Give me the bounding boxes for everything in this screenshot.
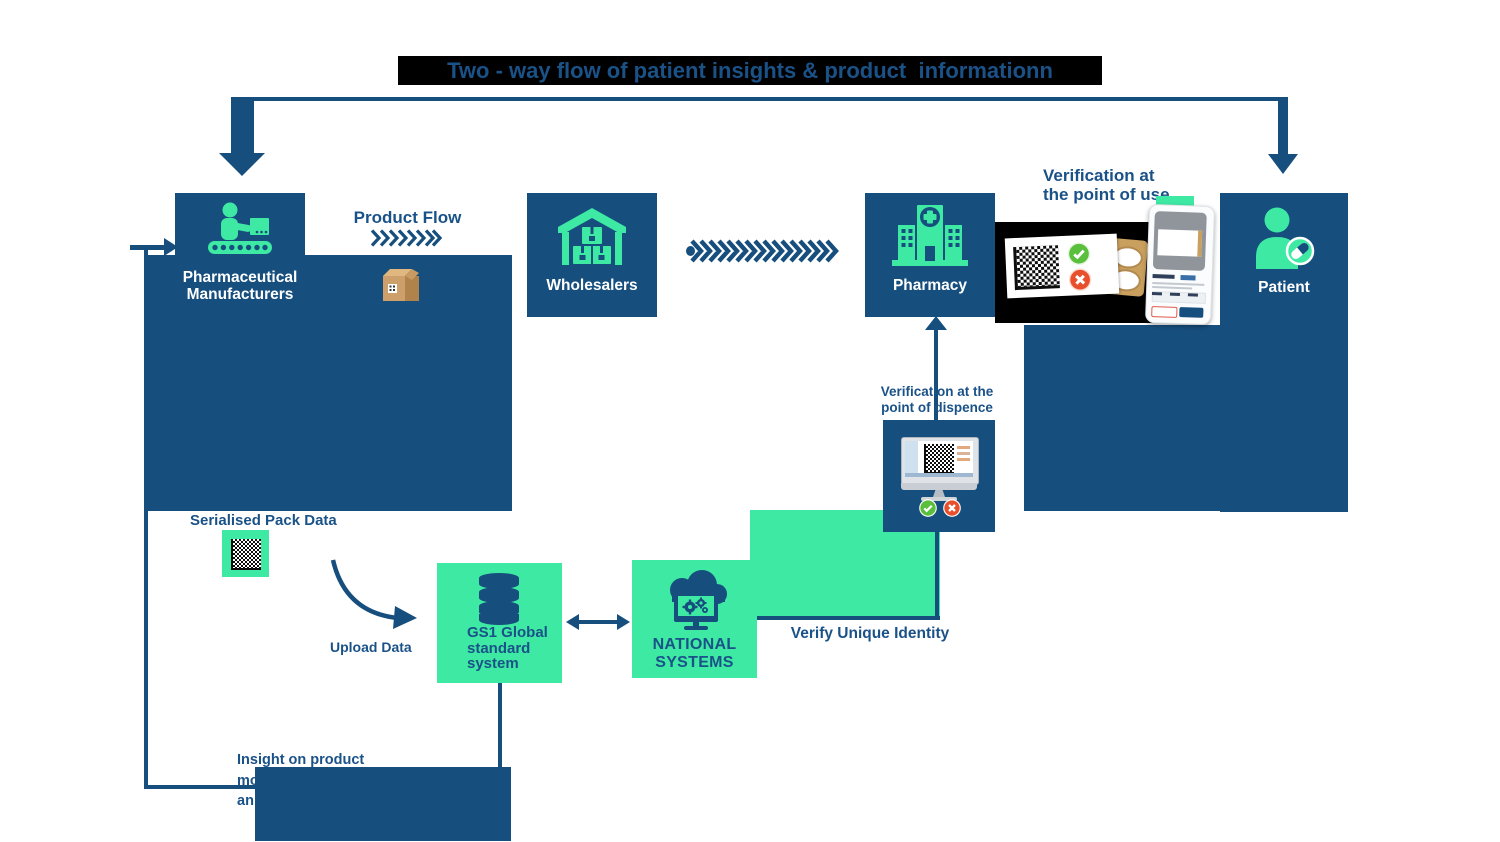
monitor-qr-icon	[924, 444, 954, 474]
dispense-arrow-line	[934, 327, 938, 420]
supply-flow-chevrons-icon	[686, 239, 839, 263]
node-national-systems: NATIONAL SYSTEMS	[632, 560, 757, 678]
pharmacy-label: Pharmacy	[892, 277, 968, 294]
cloud-system-icon	[670, 570, 727, 630]
verify-identity-line-vertical	[935, 529, 939, 620]
datamatrix-code-icon	[1013, 245, 1060, 291]
verify-identity-line-horizontal	[752, 616, 940, 620]
patient-icon	[1256, 207, 1315, 269]
feedback-loop-bottom-line	[144, 785, 304, 789]
node-patient: Patient	[1220, 193, 1348, 512]
patient-label: Patient	[1258, 279, 1310, 296]
monitor-chin	[901, 483, 977, 490]
wholesalers-label: Wholesalers	[546, 277, 638, 294]
manufacturer-label-line2: Manufacturers	[186, 286, 294, 303]
monitor-base	[921, 497, 957, 501]
node-manufacturer: Pharmaceutical Manufacturers	[175, 193, 305, 317]
scanner-phone	[1144, 203, 1216, 326]
database-icon	[479, 573, 519, 625]
insight-label-line3: an	[237, 793, 254, 809]
verification-screen-box	[883, 420, 995, 532]
monitor-stand	[933, 490, 945, 497]
screen-cross-icon	[943, 499, 961, 517]
bottom-cover-rect	[255, 767, 511, 841]
upload-data-label: Upload Data	[330, 639, 412, 655]
serialised-qr-tile	[222, 530, 269, 577]
gs1-down-line	[498, 683, 502, 769]
gs1-national-double-arrow-icon	[566, 614, 630, 630]
verify-use-label-line1: Verification at	[1043, 166, 1155, 185]
screen-check-icon	[919, 499, 937, 517]
top-flow-left-bar	[231, 97, 254, 154]
manufacturer-label-line1: Pharmaceutical	[182, 269, 298, 286]
national-label-line1: NATIONAL	[652, 636, 737, 653]
upload-data-arrow-icon	[330, 559, 417, 629]
insight-label-line2: mo	[237, 772, 259, 789]
monitor-icon	[901, 437, 979, 485]
insight-label-line1: Insight on product	[237, 752, 365, 768]
phone-reject-button	[1151, 306, 1178, 318]
pack-sleeve	[1004, 233, 1120, 299]
top-flow-left-arrowhead-icon	[219, 153, 265, 176]
factory-worker-icon	[208, 202, 272, 254]
verify-dispense-label-line1: Verification at the	[880, 384, 994, 399]
top-flow-right-arrowhead-icon	[1268, 154, 1298, 174]
hospital-icon	[892, 205, 968, 266]
gs1-label-line3: system	[467, 655, 519, 672]
title-highlight-band	[398, 56, 1102, 85]
feedback-loop-vertical-line	[144, 247, 148, 788]
feedback-loop-arrow-shaft	[130, 245, 166, 250]
verify-unique-identity-label: Verify Unique Identity	[790, 625, 950, 642]
phone-confirm-button	[1179, 307, 1204, 318]
national-label-line2: SYSTEMS	[655, 653, 734, 671]
warehouse-icon	[558, 208, 626, 265]
dispense-arrowhead-icon	[925, 316, 947, 330]
node-pharmacy: Pharmacy	[865, 193, 995, 317]
serialised-qr-icon	[231, 539, 261, 570]
diagram-title: Two - way flow of patient insights & pro…	[447, 58, 1053, 83]
feedback-loop-arrowhead-icon	[164, 238, 178, 256]
top-flow-line	[254, 97, 1287, 101]
product-flow-chevrons-icon	[370, 229, 442, 247]
check-icon	[1067, 242, 1091, 266]
carton-box-icon	[383, 269, 419, 301]
gs1-label-line1: GS1 Global	[467, 624, 548, 641]
product-flow-label: Product Flow	[353, 208, 462, 227]
node-gs1: GS1 Global standard system	[437, 563, 562, 683]
cross-icon	[1068, 268, 1092, 291]
verify-dispense-label-line2: point of dispence	[881, 400, 993, 415]
node-wholesalers: Wholesalers	[527, 193, 657, 317]
serialised-pack-data-label: Serialised Pack Data	[190, 512, 337, 529]
top-flow-right-bar	[1278, 97, 1288, 155]
gs1-label-line2: standard	[467, 639, 531, 657]
verify-use-label-line2: the point of use	[1043, 185, 1170, 204]
